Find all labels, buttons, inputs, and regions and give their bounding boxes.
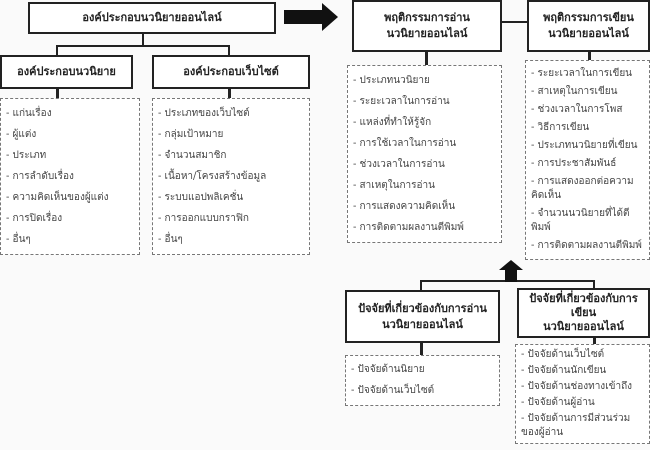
list-item: - ปัจจัยด้านนิยาย <box>351 363 425 375</box>
list-item: - ปัจจัยด้านนักเขียน <box>521 365 607 376</box>
reading-factors-list: - ปัจจัยด้านนิยาย - ปัจจัยด้านเว็บไซต์ <box>345 355 500 406</box>
reading-factors-box: ปัจจัยที่เกี่ยวข้องกับการอ่านนวนิยายออนไ… <box>345 290 500 343</box>
novel-components-box: องค์ประกอบนวนิยาย <box>0 55 133 89</box>
connector <box>228 45 230 55</box>
list-item: - สาเหตุในการอ่าน <box>353 179 435 191</box>
connector <box>420 342 423 356</box>
web-components-box: องค์ประกอบเว็บไซต์ <box>152 55 310 89</box>
list-item: - การแสดงออกต่อความคิดเห็น <box>531 176 634 201</box>
reading-behavior-box: พฤติกรรมการอ่านนวนิยายออนไลน์ <box>352 0 502 52</box>
list-item: - การติดตามผลงานตีพิมพ์ <box>531 240 642 251</box>
list-item: - ระยะเวลาในการอ่าน <box>353 95 450 107</box>
list-item: - การประชาสัมพันธ์ <box>531 158 617 169</box>
list-item: - ระยะเวลาในการเขียน <box>531 68 633 79</box>
list-item: - ระบบแอปพลิเคชั่น <box>158 191 244 203</box>
writing-behavior-list: - ระยะเวลาในการเขียน - สาเหตุในการเขียน - … <box>525 60 650 260</box>
connector <box>593 337 596 345</box>
list-item: - การออกแบบกราฟิก <box>158 212 249 224</box>
list-item: - การแสดงความคิดเห็น <box>353 200 456 212</box>
list-item: - ช่วงเวลาในการโพส <box>531 104 623 115</box>
online-novel-components-box: องค์ประกอบนวนิยายออนไลน์ <box>28 2 276 34</box>
writing-factors-list: - ปัจจัยด้านเว็บไซต์ - ปัจจัยด้านนักเขียน… <box>515 344 650 444</box>
list-item: - ปัจจัยด้านเว็บไซต์ <box>351 384 435 396</box>
web-components-list: - ประเภทของเว็บไซต์ - กลุ่มเป้าหมาย - จำนว… <box>152 98 310 255</box>
box-title: องค์ประกอบนวนิยายออนไลน์ <box>82 11 222 24</box>
reading-behavior-list: - ประเภทนวนิยาย - ระยะเวลาในการอ่าน - แหล่… <box>347 65 502 243</box>
list-item: - ประเภท <box>6 149 47 161</box>
right-arrow-icon <box>284 3 338 31</box>
list-item: - การปิดเรื่อง <box>6 212 63 224</box>
novel-components-list: - แก่นเรื่อง - ผู้แต่ง - ประเภท - การลำดับเ… <box>0 98 140 255</box>
list-item: - ผู้แต่ง <box>6 128 37 140</box>
writing-factors-box: ปัจจัยที่เกี่ยวข้องกับการเขียนนวนิยายออน… <box>517 288 650 338</box>
list-item: - การติดตามผลงานตีพิมพ์ <box>353 221 464 233</box>
box-title: ปัจจัยที่เกี่ยวข้องกับการเขียน <box>529 292 638 319</box>
list-item: - ปัจจัยด้านผู้อ่าน <box>521 397 595 408</box>
list-item: - ปัจจัยด้านการมีส่วนร่วมของผู้อ่าน <box>521 413 631 438</box>
list-item: - ประเภทนวนิยาย <box>353 74 430 86</box>
list-item: - วิธีการเขียน <box>531 122 590 133</box>
list-item: - ปัจจัยด้านเว็บไซต์ <box>521 349 605 360</box>
list-item: - ประเภทนวนิยายที่เขียน <box>531 140 638 151</box>
list-item: - ปัจจัยด้านช่องทางเข้าถึง <box>521 381 633 392</box>
list-item: - จำนวนนวนิยายที่ได้ตีพิมพ์ <box>531 208 630 233</box>
connector <box>56 45 58 55</box>
box-title: องค์ประกอบนวนิยาย <box>17 65 116 78</box>
connector <box>228 88 231 100</box>
box-subtitle: นวนิยายออนไลน์ <box>382 317 463 331</box>
list-item: - การใช้เวลาในการอ่าน <box>353 137 457 149</box>
connector <box>588 52 591 61</box>
box-subtitle: นวนิยายออนไลน์ <box>386 27 468 40</box>
connector <box>593 280 595 289</box>
up-arrow-icon <box>499 260 523 282</box>
connector <box>502 21 527 23</box>
list-item: - อื่นๆ <box>6 233 31 245</box>
box-title: พฤติกรรมการอ่าน <box>384 11 470 24</box>
list-item: - ช่วงเวลาในการอ่าน <box>353 158 445 170</box>
box-subtitle: นวนิยายออนไลน์ <box>548 27 629 40</box>
connector <box>56 88 59 100</box>
list-item: - การลำดับเรื่อง <box>6 170 74 182</box>
connector <box>56 45 229 47</box>
list-item: - ความคิดเห็นของผู้แต่ง <box>6 191 109 203</box>
list-item: - สาเหตุในการเขียน <box>531 86 618 97</box>
connector <box>142 33 144 45</box>
list-item: - อื่นๆ <box>158 233 183 245</box>
list-item: - ประเภทของเว็บไซต์ <box>158 107 250 119</box>
list-item: - แหล่งที่ทำให้รู้จัก <box>353 116 432 128</box>
list-item: - จำนวนสมาชิก <box>158 149 227 161</box>
box-title: ปัจจัยที่เกี่ยวข้องกับการอ่าน <box>358 301 487 315</box>
connector <box>420 280 422 290</box>
writing-behavior-box: พฤติกรรมการเขียนนวนิยายออนไลน์ <box>527 0 650 52</box>
list-item: - แก่นเรื่อง <box>6 107 52 119</box>
box-subtitle: นวนิยายออนไลน์ <box>543 320 624 333</box>
connector <box>425 52 428 66</box>
list-item: - เนื้อหา/โครงสร้างข้อมูล <box>158 170 267 182</box>
box-title: องค์ประกอบเว็บไซต์ <box>183 65 279 78</box>
list-item: - กลุ่มเป้าหมาย <box>158 128 224 140</box>
box-title: พฤติกรรมการเขียน <box>543 11 634 24</box>
